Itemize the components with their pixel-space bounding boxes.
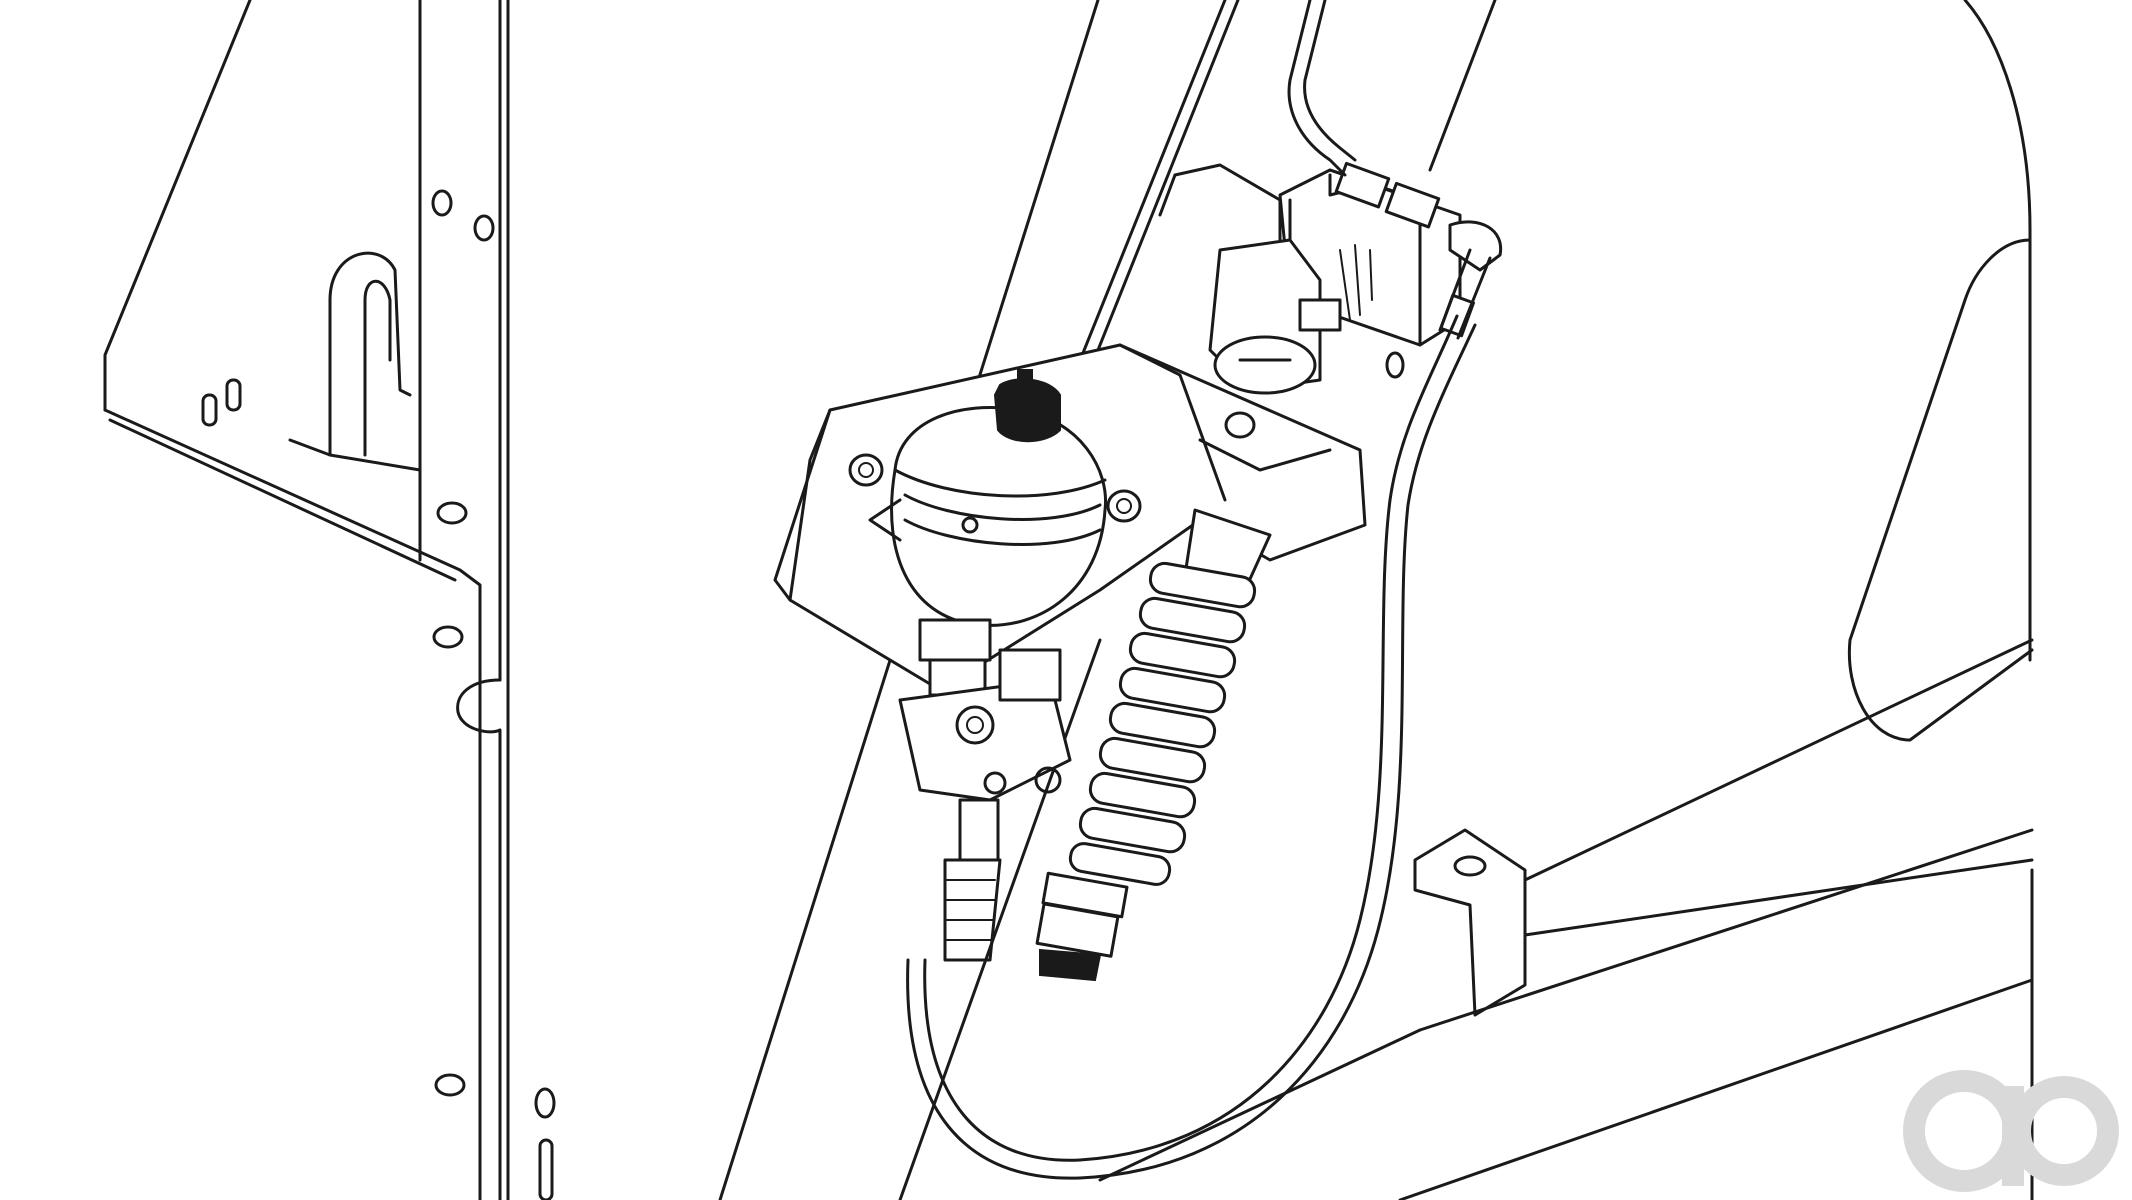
valve-body (998, 648, 1062, 702)
panel-hole (473, 214, 495, 242)
solenoid-cap (1213, 335, 1317, 395)
panel-hole (534, 1087, 556, 1119)
plate-bolt (1106, 489, 1142, 523)
hydraulic-hose (906, 248, 1492, 1180)
panel-slot-hole (225, 378, 242, 412)
fitting-nut (1385, 351, 1405, 379)
left-panel (103, 0, 556, 1200)
lower-fittings (898, 618, 1072, 962)
panel-hole (431, 189, 453, 217)
lower-bolt (955, 705, 995, 745)
valve-fitting (1298, 298, 1342, 332)
strut-nut (1035, 902, 1120, 958)
plate-bolt (848, 453, 884, 487)
strut-thread (1039, 948, 1102, 982)
logo-letter-a (1903, 1070, 2025, 1192)
lower-bolt (1034, 766, 1062, 794)
accumulator (868, 369, 1108, 627)
logo-letter-p (2009, 1076, 2119, 1186)
spring-coils (1068, 561, 1257, 886)
panel-hole (434, 1073, 466, 1097)
accumulator-cap (993, 378, 1061, 443)
top-fitting (1384, 181, 1441, 229)
lower-bolt (983, 771, 1007, 795)
panel-hole (432, 625, 464, 649)
hose-end (958, 798, 1000, 862)
panel-slot-hole (538, 1138, 554, 1200)
top-fitting (1334, 161, 1391, 209)
clamp-screw (961, 516, 979, 534)
panel-slot-hole (201, 393, 218, 427)
right-housing (1098, 0, 2034, 1200)
bracket-hole (1453, 855, 1487, 877)
spring-strut (1035, 508, 1272, 982)
cap-nipple (1017, 369, 1033, 389)
valve-block (1158, 161, 1503, 395)
plate-bolt (1224, 411, 1256, 439)
supply-tube (1287, 0, 1357, 177)
hex-fitting (918, 618, 992, 662)
watermark-logo (1903, 1070, 2119, 1192)
panel-hole (436, 501, 468, 525)
